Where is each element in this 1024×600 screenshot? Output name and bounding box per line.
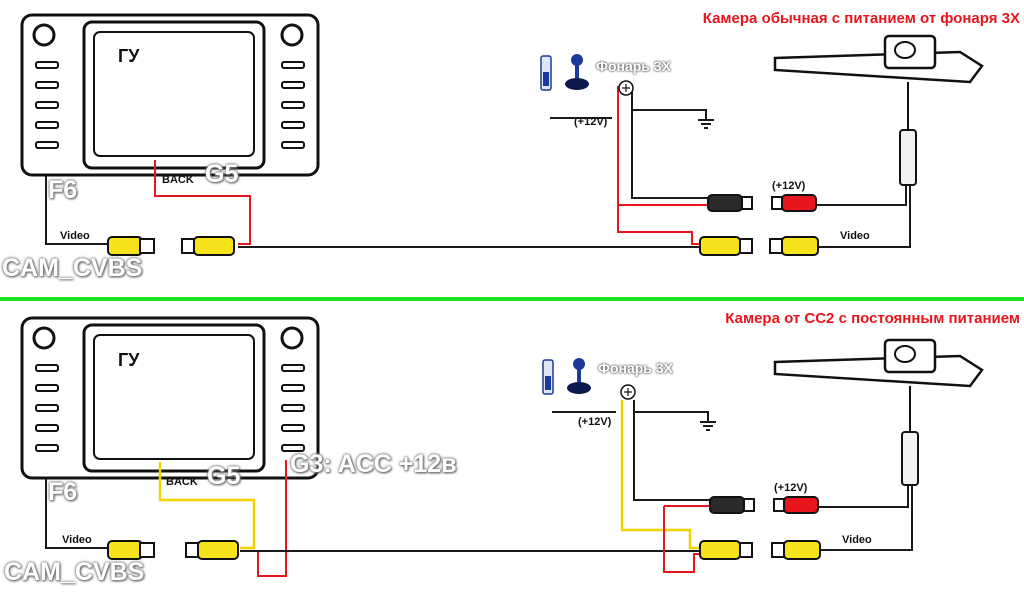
lamp-icon [618,80,634,96]
cam-cvbs-label: CAM_CVBS [2,254,143,282]
wire-f6-video [45,176,110,245]
diagram-title: Камера обычная с питанием от фонаря 3Х [702,10,1020,27]
g5-label: G5 [207,462,241,490]
rca-yellow-y-splitter [699,540,753,560]
head-unit-label: ГУ [118,350,140,370]
rca-black-power [707,194,753,212]
rca-yellow-g5 [185,540,239,560]
wire-ground [634,411,709,422]
ground-symbol [700,421,716,431]
diagram-bottom: Камера от СС2 с постоянным питанием ГУ B… [0,300,1024,600]
rca-yellow-g5 [181,236,235,256]
rca-yellow-y-splitter [699,236,753,256]
wire-camera-video [818,185,911,248]
wire-camera-video [818,485,913,551]
wire-acc-red [257,460,287,577]
diagram-top: Камера обычная с питанием от фонаря 3Х Г… [2,10,1020,282]
head-unit-label: ГУ [118,46,140,66]
lamp-label: Фонарь 3Х [596,58,671,74]
rca-red-power [773,496,819,514]
wire-lamp-black [631,86,708,199]
rear-camera [773,338,984,486]
wiring-diagram-top [20,13,984,256]
rear-camera [773,34,984,186]
plus12-lamp-label: (+12V) [578,416,612,428]
acc-label: G3: ACC +12в [290,450,457,478]
wire-camera-power [815,485,909,508]
plus12-camera-label: (+12V) [774,482,808,494]
f6-label: F6 [48,176,78,204]
rca-yellow-f6 [107,236,155,256]
wire-ground [632,109,707,120]
rca-yellow-f6 [107,540,155,560]
back-label: BACK [166,476,198,488]
wire-lamp-red [617,86,700,245]
video-label-left: Video [62,534,92,546]
wire-f6-video [45,479,110,549]
diagram-title: Камера от СС2 с постоянным питанием [725,310,1020,327]
wire-back-yellow [158,462,256,550]
lamp-label: Фонарь 3Х [598,360,673,376]
section-divider [0,297,1024,301]
head-unit [20,316,320,480]
plus12-lamp-label: (+12V) [574,116,608,128]
video-label-right: Video [842,534,872,546]
rca-yellow-camera [771,540,821,560]
plus12-camera-label: (+12V) [772,180,806,192]
back-label: BACK [162,174,194,186]
rca-yellow-camera [769,236,819,256]
wire-lamp-yellow [620,400,700,550]
gear-shift-icon [567,358,591,394]
cam-cvbs-label: CAM_CVBS [4,558,145,586]
rca-red-power [771,194,817,212]
wiring-diagram-bottom [20,316,984,577]
wire-cc2-red [663,506,700,573]
wire-camera-power [815,185,907,206]
ground-symbol [698,119,714,129]
head-unit [20,13,320,177]
lamp-icon [620,384,636,400]
video-label-right: Video [840,230,870,242]
gear-shift-icon [565,54,589,90]
video-label-left: Video [60,230,90,242]
wire-lamp-black [633,400,710,501]
g5-label: G5 [205,160,239,188]
lever-switch-icon [540,55,552,91]
wire-back-red [154,160,251,245]
lever-switch-icon [542,359,554,395]
f6-label: F6 [48,478,78,506]
rca-black-power [709,496,755,514]
